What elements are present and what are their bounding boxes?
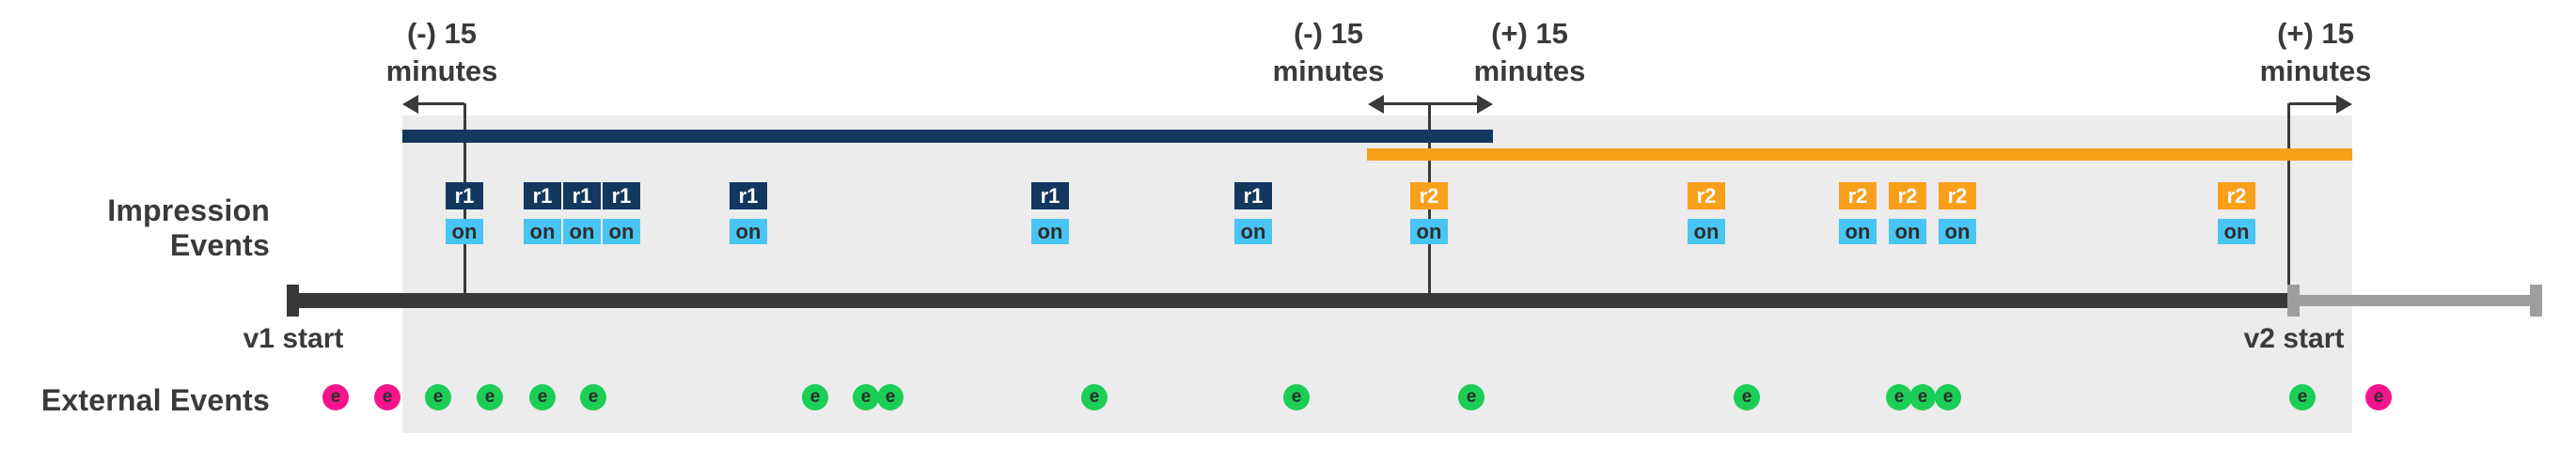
external-event-dot-green: e [1886,384,1912,410]
external-events-row-label: External Events [40,383,270,417]
status-tag-on: on [730,219,767,244]
impression-event-r1: r1 on [563,182,601,244]
arrowhead-left-icon [402,95,418,114]
external-event-dot-green: e [1283,384,1310,410]
status-tag-on: on [1031,219,1069,244]
external-event-dot-pink: e [374,384,401,410]
arrow-shaft-right [2289,102,2339,105]
analysis-window-region [402,116,2352,433]
status-tag-on: on [524,219,561,244]
status-tag-on: on [1234,219,1272,244]
v1-start-label: v1 start [243,323,344,354]
offset-unit: minutes [385,54,498,87]
external-event-dot-green: e [802,384,828,410]
arrow-shaft-left [408,102,464,105]
offset-unit: minutes [2259,54,2372,87]
report-tag-r2: r2 [2218,182,2255,209]
offset-value: (+) 15 [1491,17,1568,50]
external-event-dot-green: e [580,384,606,410]
impression-event-r2: r2 on [1410,182,1448,244]
offset-annotation-minus15-v1: (-) 15 minutes [329,15,555,90]
timeline-v1-start-cap [287,285,299,317]
report-tag-r2: r2 [1410,182,1448,209]
external-event-dot-green: e [1734,384,1760,410]
offset-annotation-plus15-v2: (+) 15 minutes [2203,15,2428,90]
status-tag-on: on [1410,219,1448,244]
guide-line-v2-start [2287,103,2290,289]
status-tag-on: on [563,219,601,244]
external-event-dot-green: e [877,384,903,410]
status-tag-on: on [2218,219,2255,244]
r2-report-window-bar [1367,148,2352,161]
offset-value: (-) 15 [406,17,478,50]
impression-event-r1: r1 on [730,182,767,244]
impression-event-r2: r2 on [1889,182,1926,244]
v2-start-label: v2 start [2243,323,2345,354]
status-tag-on: on [1839,219,1877,244]
report-tag-r2: r2 [1889,182,1926,209]
external-event-dot-green: e [529,384,556,410]
status-tag-on: on [1939,219,1976,244]
arrowhead-right-icon [1477,95,1493,114]
report-tag-r2: r2 [1839,182,1877,209]
arrowhead-left-icon [1368,95,1384,114]
impression-event-r2: r2 on [1688,182,1725,244]
report-tag-r1: r1 [563,182,601,209]
status-tag-on: on [1889,219,1926,244]
report-tag-r1: r1 [1234,182,1272,209]
impression-event-r2: r2 on [2218,182,2255,244]
impression-event-r2: r2 on [1939,182,1976,244]
offset-value: (-) 15 [1293,17,1364,50]
r1-report-window-bar [402,130,1493,143]
offset-annotation-minus15-r2: (-) 15 minutes [1216,15,1441,90]
status-tag-on: on [446,219,483,244]
external-event-dot-green: e [1081,384,1107,410]
offset-unit: minutes [1473,54,1586,87]
external-event-dot-pink: e [322,384,349,410]
external-event-dot-green: e [1458,384,1484,410]
timeline-v2-segment [2289,295,2537,306]
external-event-dot-green: e [1909,384,1936,410]
report-tag-r1: r1 [1031,182,1069,209]
report-tag-r2: r2 [1688,182,1725,209]
status-tag-on: on [1688,219,1725,244]
report-tag-r1: r1 [730,182,767,209]
status-tag-on: on [603,219,640,244]
report-tag-r1: r1 [524,182,561,209]
external-event-dot-green: e [477,384,503,410]
external-event-dot-green: e [1935,384,1961,410]
impression-event-r1: r1 on [1031,182,1069,244]
impression-event-r1: r1 on [603,182,640,244]
external-event-dot-green: e [425,384,451,410]
report-tag-r1: r1 [603,182,640,209]
impression-event-r2: r2 on [1839,182,1877,244]
impression-events-row-label: Impression Events [107,193,270,262]
impression-event-r1: r1 on [1234,182,1272,244]
offset-value: (+) 15 [2277,17,2354,50]
impression-event-r1: r1 on [446,182,483,244]
report-tag-r2: r2 [1939,182,1976,209]
external-event-dot-pink: e [2365,384,2392,410]
timeline-v2-end-cap [2530,285,2542,317]
offset-unit: minutes [1272,54,1385,87]
offset-annotation-plus15-r2: (+) 15 minutes [1417,15,1642,90]
arrowhead-right-icon [2336,95,2352,114]
external-event-dot-green: e [853,384,879,410]
timeline-v1-segment [291,293,2289,308]
timeline-v2-start-cap [2287,285,2300,317]
arrow-shaft-double [1376,102,1485,105]
report-tag-r1: r1 [446,182,483,209]
impression-event-r1: r1 on [524,182,561,244]
external-event-dot-green: e [2289,384,2316,410]
